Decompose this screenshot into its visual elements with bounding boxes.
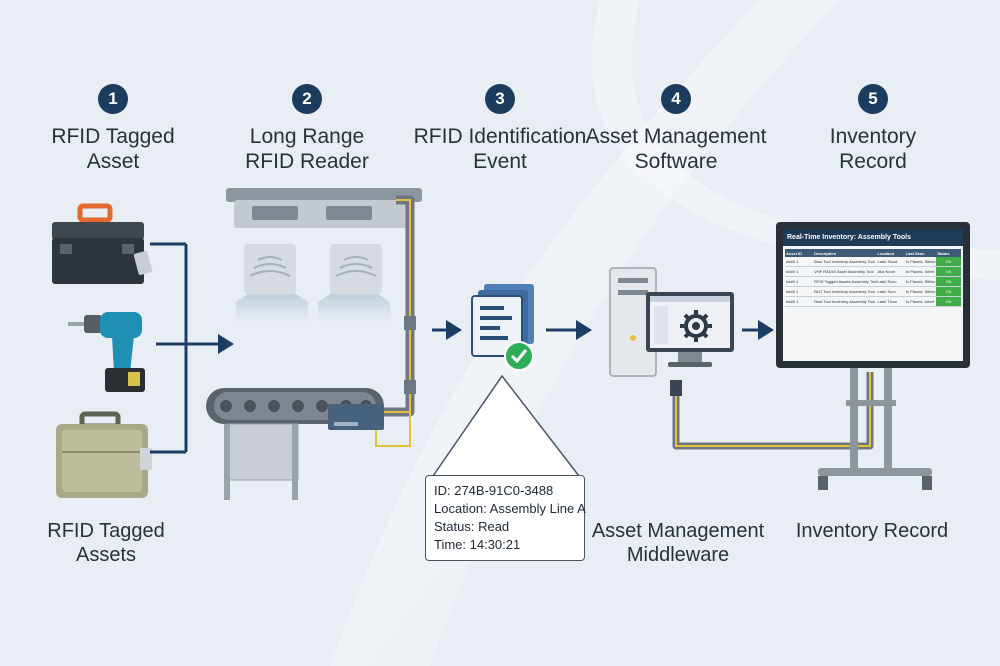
step-3: 3 RFID Identification Event [400, 84, 600, 174]
table-cell: #### 1 [785, 296, 814, 307]
column-header: Status [936, 249, 961, 257]
flow-arrow [432, 320, 462, 340]
drill-icon [68, 312, 145, 392]
table-cell: Aka Noon [876, 266, 905, 277]
inventory-table: Asset ID Description Location Last Seen … [785, 249, 961, 307]
step-title-line: Record [839, 150, 907, 173]
status-badge: OK [936, 286, 961, 297]
inventory-label: Inventory Record [762, 519, 982, 543]
step-number-badge: 4 [661, 84, 691, 114]
flow-arrow [546, 320, 592, 340]
step-title-line: RFID Identification [413, 125, 587, 148]
table-cell: Real Tool Inventory Assembly Tool [813, 296, 877, 307]
step-title-line: RFID Tagged [51, 125, 175, 148]
event-location: Location: Assembly Line A [434, 501, 586, 516]
computer-icon [609, 267, 734, 377]
table-row: #### 1 Real Tool Inventory Assembly Tool… [785, 296, 961, 307]
flow-arrow [742, 320, 774, 340]
table-row: #### 1 RFID Tagged Assets Assembly Tool … [785, 276, 961, 287]
toolbox-icon [52, 203, 153, 284]
assets-label-line: Assets [75, 544, 137, 566]
step-number-badge: 3 [485, 84, 515, 114]
table-cell: Lat#/ Scrn [876, 286, 905, 297]
status-badge: OK [936, 276, 961, 287]
column-header: Location [876, 249, 905, 257]
event-callout: ID: 274B-91C0-3488 Location: Assembly Li… [425, 475, 586, 561]
table-row: #### 1 Blue Tool Inventory Assembly Tool… [785, 257, 961, 267]
inventory-table-header: Asset ID Description Location Last Seen … [785, 249, 961, 257]
switch-icon [328, 404, 411, 447]
middleware-label-line: Middleware [626, 544, 730, 566]
step-title-line: RFID Reader [245, 150, 369, 173]
table-cell: #### 1 [785, 257, 814, 267]
step-title-line: Asset Management [585, 125, 767, 148]
step-title-line: Inventory [829, 125, 917, 148]
inventory-screen-title: Real-Time Inventory: Assembly Tools [783, 229, 963, 246]
middleware-cable [670, 372, 874, 450]
reader-icon [226, 188, 422, 322]
table-cell: RLD Tool Inventory Assembly Tool [813, 286, 877, 297]
step-title-line: Software [634, 150, 718, 173]
table-cell: Blue Tool Inventory Assembly Tool [813, 257, 877, 267]
event-status: Status: Read [434, 519, 510, 534]
column-header: Asset ID [785, 249, 814, 257]
table-cell: In Placed, Stiline [904, 257, 937, 267]
column-header: Description [813, 249, 877, 257]
table-cell: In Placed, lcibet [904, 296, 937, 307]
inventory-label-line: Inventory Record [795, 520, 949, 542]
flow-arrow [218, 334, 234, 354]
table-row: #### 1 VHF RADIO Asset Assembly Tool Aka… [785, 266, 961, 277]
event-id: ID: 274B-91C0-3488 [434, 483, 554, 498]
table-row: #### 1 RLD Tool Inventory Assembly Tool … [785, 286, 961, 297]
asset-bracket [150, 242, 220, 454]
table-cell: In Placed, Stiline [904, 276, 937, 287]
table-cell: VHF RADIO Asset Assembly Tool [813, 266, 877, 277]
step-title-line: Asset [86, 150, 140, 173]
step-5: 5 Inventory Record [773, 84, 973, 174]
inventory-screen: Real-Time Inventory: Assembly Tools Asse… [783, 229, 963, 361]
step-1: 1 RFID Tagged Asset [13, 84, 213, 174]
status-badge: OK [936, 296, 961, 307]
middleware-label-line: Asset Management [591, 520, 765, 542]
table-cell: #### 1 [785, 286, 814, 297]
case-icon [56, 411, 152, 498]
table-cell: RFID Tagged Assets Assembly Tool [813, 276, 877, 287]
step-4: 4 Asset Management Software [576, 84, 776, 174]
table-cell: Lat#/ Stock [876, 257, 905, 267]
table-cell: #### 1 [785, 266, 814, 277]
background-wave [591, 0, 1000, 280]
status-badge: OK [936, 257, 961, 267]
table-cell: In Placed, Stiline [904, 286, 937, 297]
step-number-badge: 1 [98, 84, 128, 114]
step-number-badge: 5 [858, 84, 888, 114]
step-number-badge: 2 [292, 84, 322, 114]
status-badge: OK [936, 266, 961, 277]
step-title-line: Long Range [249, 125, 365, 148]
middleware-label: Asset Management Middleware [568, 519, 788, 567]
column-header: Last Seen [904, 249, 937, 257]
document-check-icon [471, 284, 534, 371]
step-title-line: Event [473, 150, 527, 173]
table-cell: Lat#/ Ticon [876, 296, 905, 307]
table-cell: In Placed, lcibet [904, 266, 937, 277]
table-cell: #### 1 [785, 276, 814, 287]
assets-label: RFID Tagged Assets [0, 519, 216, 567]
gear-icon [680, 310, 712, 342]
reader-cable [380, 195, 416, 417]
event-time: Time: 14:30:21 [434, 537, 521, 552]
step-2: 2 Long Range RFID Reader [207, 84, 407, 174]
table-cell: Lat#/ Sccu [876, 276, 905, 287]
assets-label-line: RFID Tagged [47, 520, 165, 542]
